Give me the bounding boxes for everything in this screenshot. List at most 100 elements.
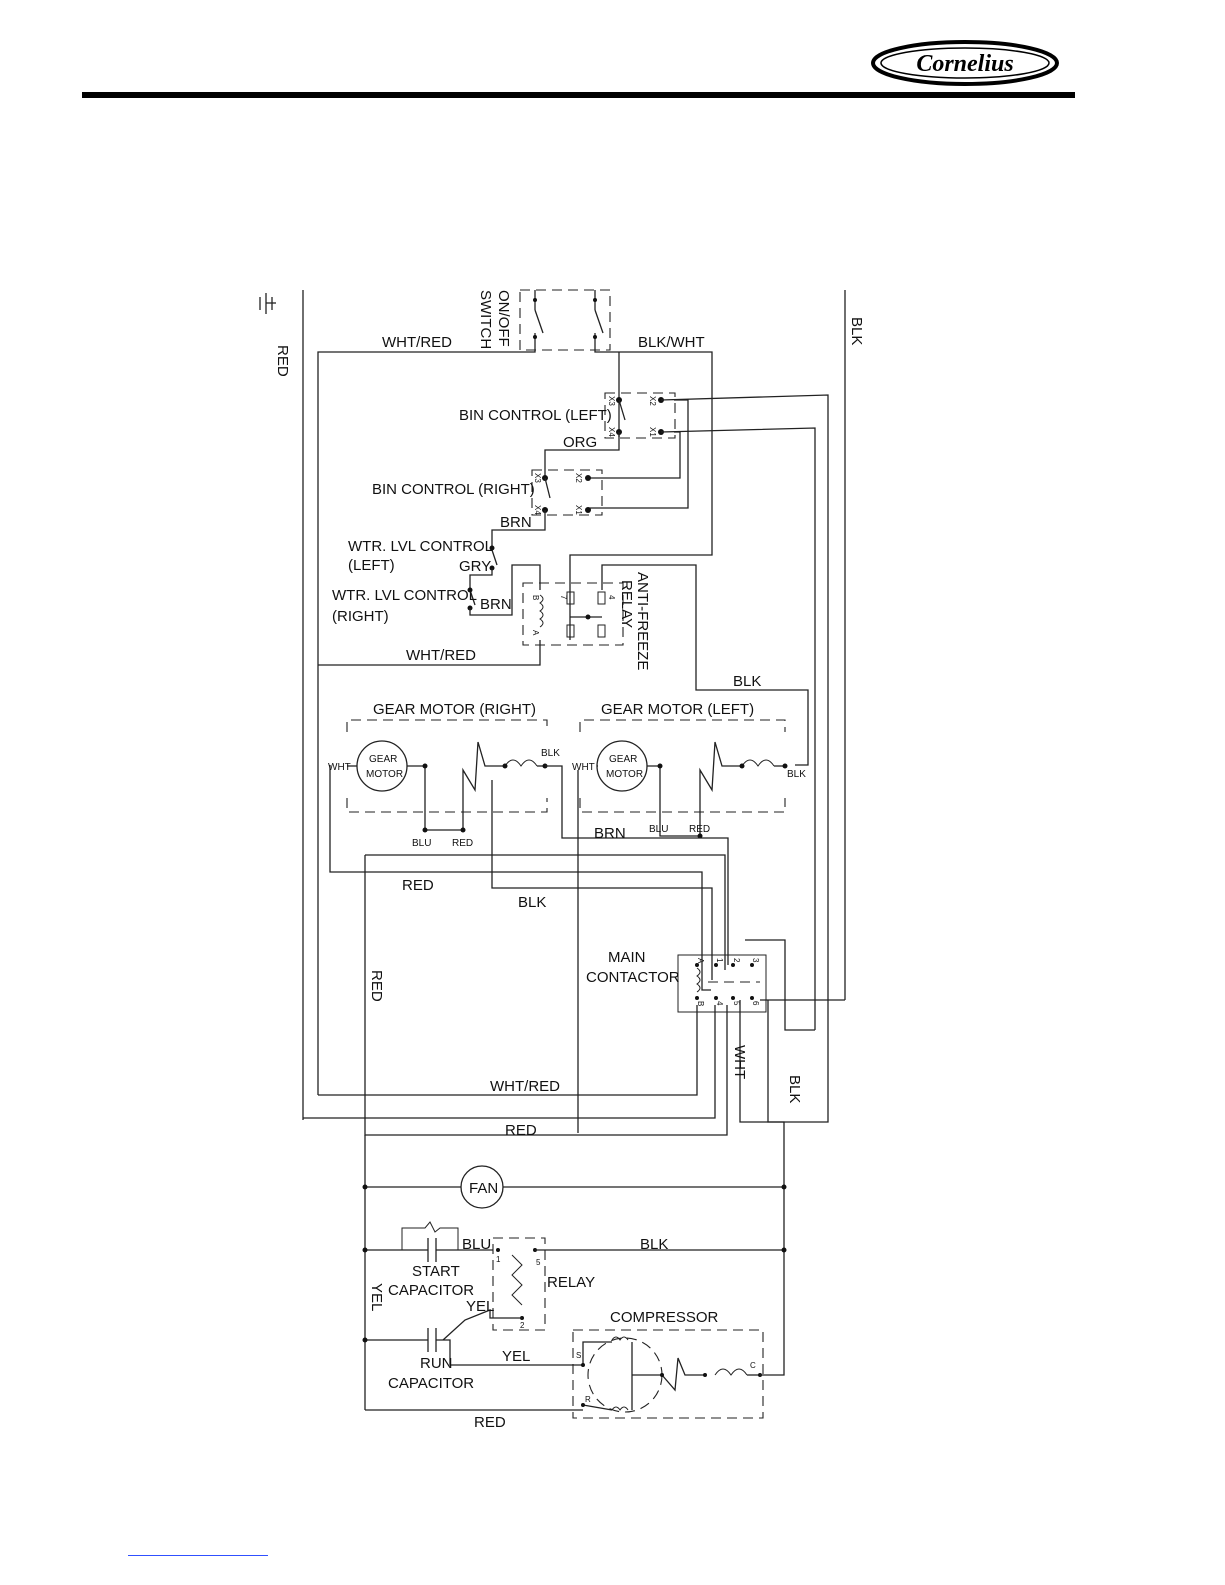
label-blk-wht: BLK/WHT	[638, 334, 705, 351]
start-capacitor	[362, 1221, 493, 1262]
term-c1: 1	[715, 958, 724, 963]
term-c: C	[750, 1361, 756, 1370]
term-x1-l: X1	[648, 427, 657, 437]
term-x1-r: X1	[574, 505, 583, 515]
compressor	[572, 1329, 764, 1419]
label-yel-l: YEL	[368, 1283, 385, 1311]
term-a: A	[531, 630, 540, 636]
term-wht-r: WHT	[328, 762, 351, 773]
label-anti-freeze: ANTI-FREEZE	[634, 572, 651, 670]
main-contactor	[677, 954, 767, 1013]
term-red-l: RED	[689, 824, 710, 835]
label-gry: GRY	[459, 558, 491, 575]
term-blu-r: BLU	[412, 838, 431, 849]
term-blk-r: BLK	[541, 748, 560, 759]
label-wht-red-low: WHT/RED	[490, 1078, 560, 1095]
label-gear-r-2: MOTOR	[366, 769, 403, 780]
term-blu-l: BLU	[649, 824, 668, 835]
term-x3-r: X3	[533, 473, 542, 483]
label-gear-motor-left: GEAR MOTOR (LEFT)	[601, 701, 754, 718]
label-wht-v: WHT	[731, 1045, 748, 1079]
term-blk-l: BLK	[787, 769, 806, 780]
bin-control-right	[531, 469, 603, 516]
gear-motor-right	[346, 719, 548, 833]
label-wht-red-top: WHT/RED	[382, 334, 452, 351]
term-x4-l: X4	[607, 427, 616, 437]
term-c-a: A	[696, 958, 705, 964]
start-relay	[492, 1237, 546, 1331]
label-blk-gm: BLK	[733, 673, 761, 690]
term-c6: 6	[751, 1001, 760, 1006]
label-red-rail: RED	[274, 345, 291, 377]
label-brn-1: BRN	[500, 514, 532, 531]
label-red-h: RED	[402, 877, 434, 894]
label-org: ORG	[563, 434, 597, 451]
label-blk-comp: BLK	[640, 1236, 668, 1253]
term-wht-l: WHT	[572, 762, 595, 773]
label-gear-l-2: MOTOR	[606, 769, 643, 780]
anti-freeze-relay	[522, 582, 624, 646]
ground-symbol	[259, 293, 276, 314]
label-blk-h: BLK	[518, 894, 546, 911]
term-c5: 5	[732, 1001, 741, 1006]
label-yel-relay: YEL	[466, 1298, 494, 1315]
label-fan: FAN	[469, 1180, 498, 1197]
term-c2: 2	[732, 958, 741, 963]
label-red-v: RED	[368, 970, 385, 1002]
label-gear-motor-right: GEAR MOTOR (RIGHT)	[373, 701, 536, 718]
label-relay: RELAY	[547, 1274, 595, 1291]
run-capacitor	[362, 1328, 583, 1366]
label-brn-2: BRN	[480, 596, 512, 613]
logo-wordmark: Cornelius	[916, 51, 1013, 77]
label-blk-rail: BLK	[848, 317, 865, 345]
label-brn-gm: BRN	[594, 825, 626, 842]
label-start-1: START	[412, 1263, 460, 1280]
footer-link-rule	[128, 1555, 268, 1556]
label-on-off: ON/OFF	[495, 290, 512, 347]
term-r2: 2	[520, 1321, 525, 1330]
term-r: R	[585, 1395, 591, 1404]
label-relay-af: RELAY	[618, 580, 635, 628]
term-r5: 5	[536, 1258, 541, 1267]
label-contactor: CONTACTOR	[586, 969, 680, 986]
term-c4: 4	[715, 1001, 724, 1006]
label-start-2: CAPACITOR	[388, 1282, 474, 1299]
wtr-lvl-control-right	[467, 587, 476, 611]
label-wtr-lvl-right-1: WTR. LVL CONTROL	[332, 587, 477, 604]
label-blu-comp: BLU	[462, 1236, 491, 1253]
term-c3: 3	[751, 958, 760, 963]
fan	[362, 1165, 787, 1209]
term-4: 4	[607, 595, 616, 600]
label-red-bot: RED	[474, 1414, 506, 1431]
label-run-1: RUN	[420, 1355, 453, 1372]
label-gear-r-1: GEAR	[369, 754, 397, 765]
label-compressor: COMPRESSOR	[610, 1309, 719, 1326]
term-x3-l: X3	[607, 396, 616, 406]
label-gear-l-1: GEAR	[609, 754, 637, 765]
label-wtr-lvl-left-1: WTR. LVL CONTROL	[348, 538, 493, 555]
label-yel-run: YEL	[502, 1348, 530, 1365]
label-run-2: CAPACITOR	[388, 1375, 474, 1392]
label-wtr-lvl-right-2: (RIGHT)	[332, 608, 389, 625]
term-b: B	[531, 595, 540, 600]
header-rule	[82, 92, 1075, 98]
gear-motor-left	[579, 719, 788, 839]
cornelius-logo: Cornelius	[871, 40, 1059, 86]
label-main: MAIN	[608, 949, 646, 966]
term-red-r: RED	[452, 838, 473, 849]
term-c-b: B	[696, 1001, 705, 1006]
label-blk-v: BLK	[786, 1075, 803, 1103]
label-wht-red-mid: WHT/RED	[406, 647, 476, 664]
label-red-low: RED	[505, 1122, 537, 1139]
label-wtr-lvl-left-2: (LEFT)	[348, 557, 395, 574]
term-x2-l: X2	[648, 396, 657, 406]
term-7: 7	[559, 595, 568, 600]
term-x2-r: X2	[574, 473, 583, 483]
label-switch: SWITCH	[477, 290, 494, 349]
term-x4-r: X4	[533, 505, 542, 515]
term-r1: 1	[496, 1255, 501, 1264]
on-off-switch	[519, 289, 611, 351]
term-s: S	[576, 1351, 581, 1360]
